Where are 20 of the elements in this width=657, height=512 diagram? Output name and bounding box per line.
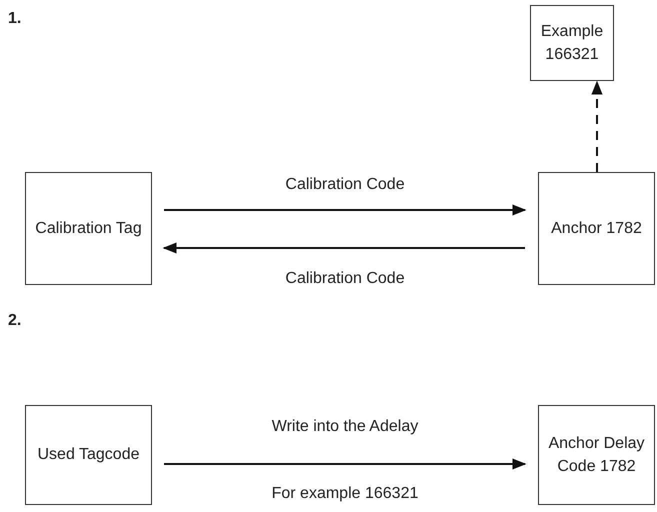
step-number: 2. <box>8 312 22 330</box>
edge-label: Calibration Code <box>284 176 406 194</box>
node-text: Anchor Delay Code 1782 <box>547 434 646 477</box>
arrow <box>164 204 526 216</box>
arrow <box>162 242 525 254</box>
process-box <box>25 172 152 285</box>
edge-label: Calibration Code <box>284 270 406 288</box>
arrow <box>164 458 526 470</box>
arrow <box>591 80 603 172</box>
process-box <box>25 405 152 505</box>
node-text: Anchor 1782 <box>550 218 643 239</box>
node-text: Used Tagcode <box>36 445 140 466</box>
process-box <box>530 5 614 81</box>
step-number: 1. <box>8 10 22 28</box>
edge-label: Write into the Adelay <box>270 418 420 436</box>
process-box <box>538 405 655 505</box>
node-text: Calibration Tag <box>34 218 143 239</box>
node-text: Example 166321 <box>540 22 604 65</box>
edge-note: For example 166321 <box>270 485 420 503</box>
process-box <box>538 172 655 285</box>
